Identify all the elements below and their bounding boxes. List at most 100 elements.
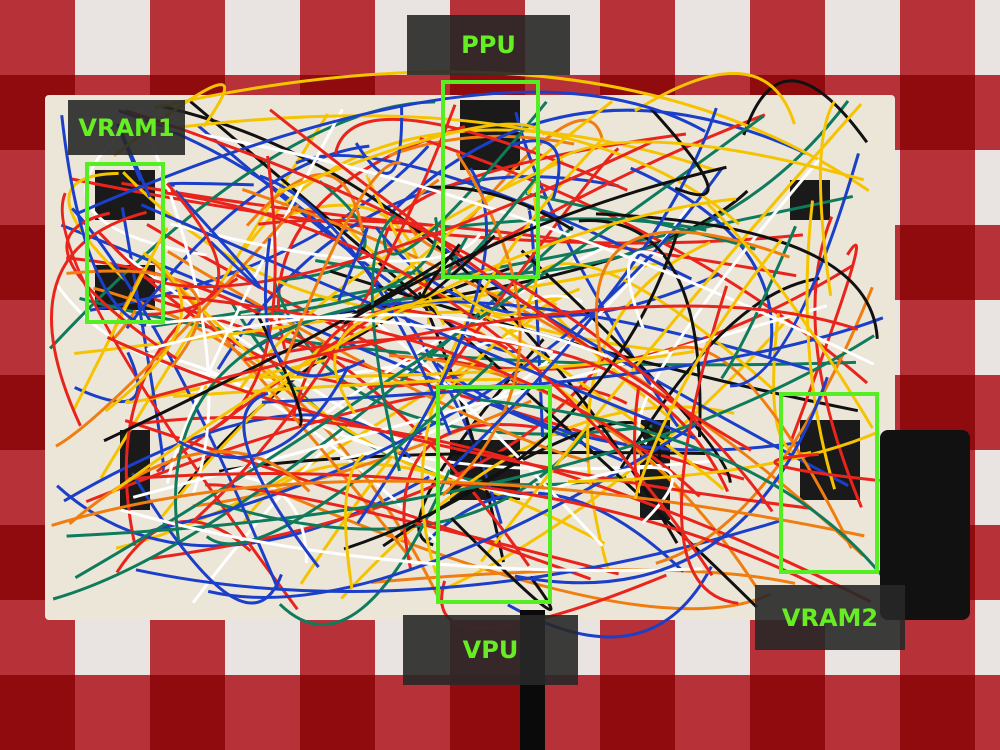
wire — [452, 107, 718, 468]
wire — [146, 313, 608, 358]
wire — [139, 351, 438, 543]
wire — [450, 517, 553, 612]
wire — [337, 227, 369, 302]
wire — [149, 167, 724, 533]
wire — [637, 158, 821, 445]
wire — [149, 257, 413, 561]
wire — [467, 118, 604, 221]
wire — [72, 227, 169, 412]
wire — [177, 365, 350, 459]
wire — [124, 109, 774, 513]
wire — [276, 489, 772, 611]
wire — [63, 413, 412, 503]
wire — [55, 203, 300, 448]
wire — [818, 100, 836, 297]
wire — [680, 285, 739, 605]
wire — [278, 122, 546, 194]
wire — [70, 177, 804, 245]
label-vram2: VRAM2 — [755, 585, 905, 650]
label-vpu: VPU — [403, 615, 578, 685]
wire — [567, 430, 879, 484]
wire — [75, 90, 706, 216]
wire — [174, 296, 414, 542]
wire — [207, 422, 698, 599]
wire — [192, 399, 532, 508]
wire — [295, 153, 693, 281]
wire — [720, 225, 797, 380]
wire — [164, 294, 701, 498]
wire — [60, 192, 299, 611]
wire — [526, 140, 865, 195]
wire — [440, 217, 707, 232]
wire — [167, 181, 254, 187]
wire — [706, 202, 874, 429]
wire — [115, 308, 546, 550]
wire — [514, 376, 829, 585]
wire — [74, 351, 140, 404]
wire — [243, 336, 730, 493]
wire — [242, 391, 320, 568]
wire — [343, 165, 727, 325]
wire — [634, 71, 796, 125]
highlight-vram1 — [85, 162, 165, 324]
wire — [66, 269, 201, 368]
wire — [667, 345, 853, 549]
wire — [510, 139, 561, 199]
wire — [278, 469, 451, 627]
wire — [119, 508, 703, 572]
wire — [216, 175, 619, 370]
wire — [594, 230, 790, 360]
wire — [135, 518, 784, 593]
wire — [479, 398, 885, 579]
label-vram1: VRAM1 — [68, 100, 185, 155]
wire — [444, 247, 849, 487]
wire — [420, 136, 605, 574]
wire — [730, 153, 860, 388]
wire — [148, 304, 859, 400]
wire — [50, 210, 147, 427]
wire — [370, 213, 401, 472]
wire — [205, 361, 495, 546]
highlight-vram2 — [779, 392, 879, 574]
highlight-ppu — [441, 80, 540, 279]
wire — [126, 472, 824, 590]
wire — [60, 115, 147, 328]
wire — [480, 102, 863, 563]
wire — [174, 189, 261, 289]
wire — [655, 286, 874, 565]
wire — [208, 155, 277, 433]
wire — [813, 216, 863, 508]
wire — [111, 197, 737, 494]
wires — [49, 70, 885, 639]
wire — [382, 132, 687, 245]
wire — [343, 232, 679, 551]
wire — [258, 218, 797, 278]
wire — [79, 296, 857, 367]
wire — [124, 358, 326, 404]
wire — [619, 277, 820, 470]
wire — [633, 238, 783, 500]
wire — [85, 382, 628, 503]
wire — [103, 248, 462, 443]
wire — [125, 144, 370, 330]
wire — [51, 479, 865, 538]
wire — [66, 334, 875, 538]
wire — [67, 171, 127, 281]
wire — [154, 70, 870, 192]
wire — [146, 315, 554, 354]
wire — [333, 296, 463, 415]
connector — [880, 430, 970, 620]
wire — [143, 141, 652, 289]
wire — [388, 134, 575, 158]
wire — [255, 312, 303, 427]
wire — [147, 182, 221, 317]
highlight-vpu — [436, 385, 552, 604]
chip — [800, 420, 860, 500]
wire — [649, 107, 710, 197]
wire — [773, 452, 880, 483]
wire — [805, 200, 837, 490]
wire — [742, 79, 869, 144]
label-ppu: PPU — [407, 15, 570, 75]
wire — [160, 190, 714, 577]
